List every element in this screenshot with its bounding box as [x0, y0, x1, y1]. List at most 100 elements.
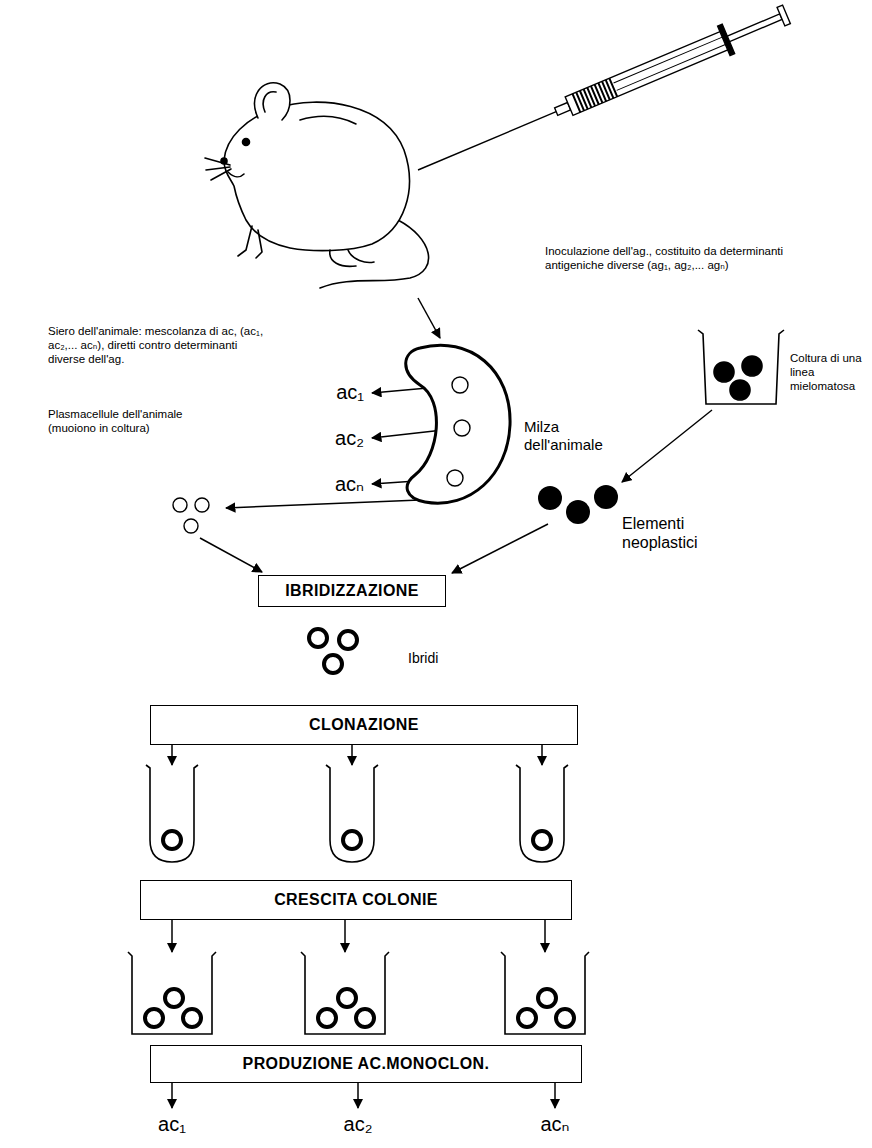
flow-arrow — [226, 500, 420, 508]
colony-beaker — [128, 952, 589, 1034]
colony-beaker — [301, 952, 389, 1034]
test-tube — [146, 765, 568, 862]
hybrid-cells — [324, 655, 342, 673]
mouse-figure — [243, 139, 250, 146]
flow-arrow — [541, 745, 543, 765]
mouse-figure — [263, 92, 276, 112]
part-label-box: Ibridi — [408, 650, 478, 667]
test-tube — [146, 765, 198, 862]
myeloma-beaker — [742, 356, 762, 376]
colony-beaker — [145, 1009, 163, 1027]
flow-arrow — [344, 920, 346, 952]
part-label: Milza dell'animale — [524, 418, 639, 454]
box-title: CLONAZIONE — [309, 715, 419, 734]
myeloma-beaker — [730, 380, 750, 400]
test-tube — [516, 765, 568, 862]
test-tube — [343, 831, 361, 849]
spleen-figure — [454, 420, 470, 436]
flow-arrow — [351, 745, 353, 765]
hybrid-cells — [309, 629, 327, 647]
flow-arrow — [171, 920, 173, 952]
colony-beaker — [338, 989, 356, 1007]
antibody-label-box: ac₁ — [318, 380, 364, 404]
part-label: Coltura di una linea mielomatosa — [790, 352, 866, 393]
antibody-label-box: ac₂ — [318, 426, 364, 450]
box-title: PRODUZIONE AC.MONOCLON. — [243, 1054, 490, 1073]
antibody-label-box: acₙ — [525, 1112, 585, 1136]
flow-arrow — [544, 920, 546, 952]
process-box: CLONAZIONE — [150, 705, 578, 745]
colony-beaker — [145, 989, 574, 1027]
myeloma-beaker — [698, 330, 784, 404]
note-text-box: Inoculazione dell'ag., costituito da det… — [545, 245, 790, 273]
note-text: Siero dell'animale: mescolanza di ac, (a… — [48, 325, 276, 366]
colony-beaker — [183, 1009, 201, 1027]
spleen-figure — [406, 345, 510, 503]
syringe-figure — [727, 14, 782, 42]
part-label-box: Elementi neoplastici — [622, 514, 742, 552]
process-box: CRESCITA COLONIE — [140, 880, 572, 920]
mouse-figure — [205, 158, 231, 180]
antibody-label-box: ac₁ — [142, 1112, 202, 1136]
colony-beaker — [165, 989, 183, 1007]
note-text-box: Plasmacellule dell'animale (muoiono in c… — [48, 408, 208, 436]
antibody-label: ac₁ — [318, 380, 364, 404]
plasma-cells — [184, 519, 198, 533]
syringe-figure — [777, 5, 790, 26]
antibody-label: acₙ — [525, 1112, 585, 1136]
syringe-figure — [614, 37, 723, 83]
flow-arrow — [357, 1083, 359, 1108]
mouse-figure — [255, 83, 290, 120]
plasma-cells — [195, 498, 209, 512]
part-label-box: Milza dell'animale — [524, 418, 639, 454]
antibody-label: ac₁ — [142, 1112, 202, 1136]
note-text: Plasmacellule dell'animale (muoiono in c… — [48, 408, 208, 436]
flow-arrow — [452, 524, 548, 573]
antibody-label-box: acₙ — [318, 472, 364, 496]
box-title: IBRIDIZZAZIONE — [285, 581, 419, 600]
flow-arrow — [418, 298, 440, 338]
mouse-figure — [300, 117, 356, 124]
process-box: IBRIDIZZAZIONE — [258, 575, 446, 607]
neoplastic-cells — [594, 485, 618, 509]
flow-arrow — [171, 1083, 173, 1108]
mouse-figure — [330, 250, 374, 266]
part-label: Elementi neoplastici — [622, 514, 742, 552]
flow-arrow — [171, 745, 173, 765]
colony-beaker — [556, 1009, 574, 1027]
box-title: CRESCITA COLONIE — [274, 890, 438, 909]
mouse-figure — [205, 83, 429, 288]
spleen-figure — [447, 470, 463, 486]
colony-beaker — [356, 1009, 374, 1027]
colony-beaker — [128, 952, 216, 1034]
colony-beaker — [501, 952, 589, 1034]
neoplastic-cells — [538, 486, 562, 510]
process-box: PRODUZIONE AC.MONOCLON. — [150, 1045, 582, 1083]
colony-beaker — [538, 989, 556, 1007]
part-label-box: Coltura di una linea mielomatosa — [790, 352, 866, 393]
part-label: Ibridi — [408, 650, 478, 667]
syringe-figure — [565, 31, 729, 116]
antibody-label: acₙ — [318, 472, 364, 496]
myeloma-beaker — [714, 362, 734, 382]
flow-arrow — [554, 1083, 556, 1108]
antibody-label-box: ac₂ — [328, 1112, 388, 1136]
antibody-label: ac₂ — [318, 426, 364, 450]
colony-beaker — [518, 1009, 536, 1027]
syringe-figure — [573, 78, 618, 112]
flow-arrow — [200, 538, 262, 572]
myeloma-beaker — [698, 330, 784, 404]
test-tube — [326, 765, 378, 862]
spleen-figure — [406, 345, 510, 503]
colony-beaker — [318, 1009, 336, 1027]
hybrid-cells — [309, 629, 357, 673]
plasma-cells — [173, 498, 209, 533]
antibody-label: ac₂ — [328, 1112, 388, 1136]
flow-arrow — [622, 410, 712, 482]
note-text: Inoculazione dell'ag., costituito da det… — [545, 245, 790, 273]
mouse-figure — [238, 226, 262, 258]
note-text-box: Siero dell'animale: mescolanza di ac, (a… — [48, 325, 276, 366]
test-tube — [533, 831, 551, 849]
